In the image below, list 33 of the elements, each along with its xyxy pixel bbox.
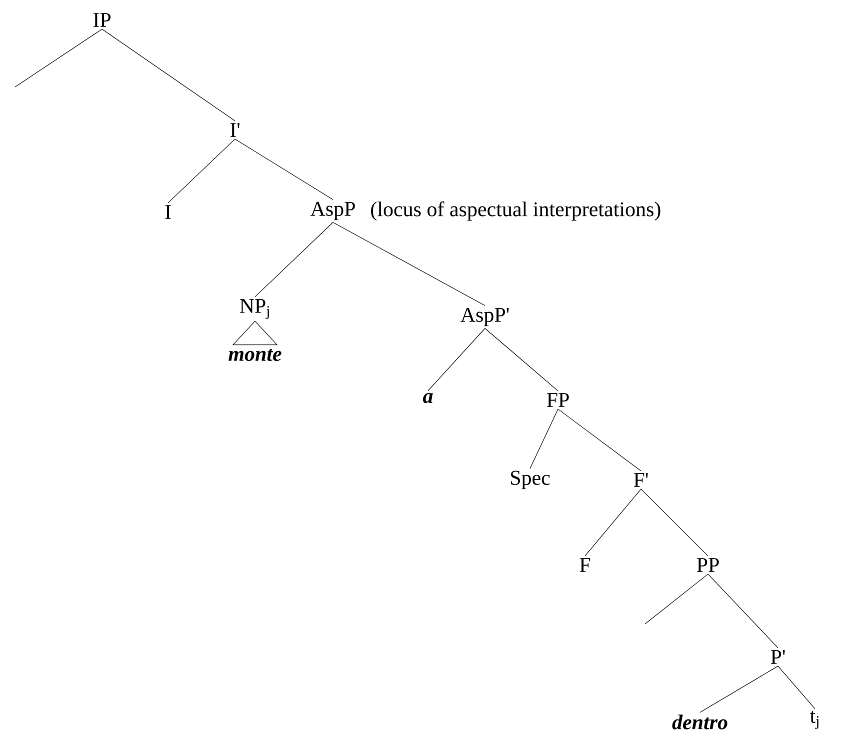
word-label: monte <box>228 348 282 361</box>
branch-line <box>254 222 334 298</box>
category-label: NP$_{j}$ <box>240 299 269 319</box>
branch-line <box>558 408 642 472</box>
branch-line <box>332 222 486 306</box>
branch-line <box>644 574 708 624</box>
branch-line <box>530 408 558 469</box>
annotation-text: (locus of aspectual interpretations) <box>371 201 660 221</box>
branch-line <box>428 328 486 392</box>
branch-line <box>584 488 642 556</box>
category-label: I' <box>230 123 240 137</box>
category-label: FP <box>546 393 569 407</box>
category-label: I <box>165 205 171 219</box>
branch-line <box>14 28 102 88</box>
category-label: P' <box>770 650 785 664</box>
branch-line <box>484 328 558 392</box>
branch-line <box>234 138 334 200</box>
category-label: IP <box>93 13 110 27</box>
category-label: F' <box>634 473 648 487</box>
category-label: AspP <box>310 202 355 220</box>
category-label: AspP' <box>460 308 509 326</box>
category-label: F <box>580 558 590 572</box>
branch-line <box>102 28 236 122</box>
category-label: Spec <box>511 470 550 490</box>
branch-line <box>640 488 708 556</box>
category-label: t$_{j}$ <box>810 710 818 730</box>
word-label: a <box>423 392 433 404</box>
word-label: dentro <box>672 714 728 730</box>
branch-line <box>708 574 778 648</box>
branch-line <box>168 138 236 204</box>
category-label: PP <box>696 558 719 572</box>
branch-line <box>778 666 816 710</box>
branch-line <box>700 666 778 713</box>
